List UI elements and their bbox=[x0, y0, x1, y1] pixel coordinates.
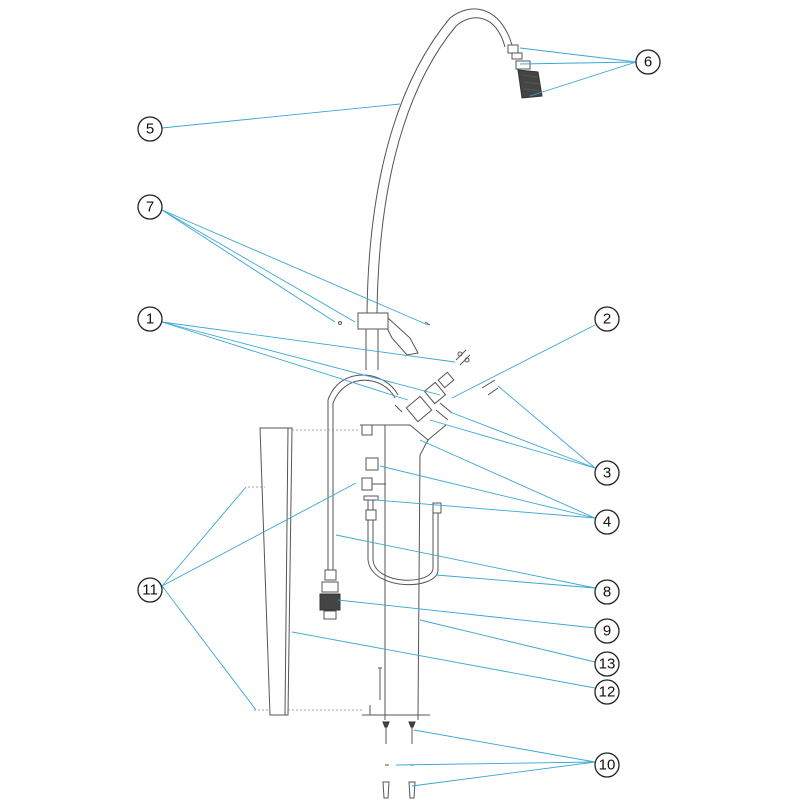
lever-handle bbox=[338, 312, 431, 370]
leader-line bbox=[451, 324, 596, 399]
callout-labels: 1 2 3 4 5 6 7 8 9 10 11 12 13 bbox=[137, 49, 661, 778]
leader-line bbox=[161, 321, 409, 401]
callout-10-label: 10 bbox=[599, 757, 616, 774]
leader-line bbox=[529, 61, 637, 97]
callout-2-label: 2 bbox=[603, 311, 611, 328]
callout-7-label: 7 bbox=[146, 199, 154, 216]
callout-6: 6 bbox=[635, 49, 661, 75]
callout-6-label: 6 bbox=[644, 54, 652, 71]
leader-line bbox=[335, 534, 596, 589]
callout-3: 3 bbox=[594, 460, 620, 486]
leader-line bbox=[449, 411, 596, 469]
callout-1: 1 bbox=[137, 306, 163, 332]
pipe-connector bbox=[319, 581, 341, 620]
callout-13-label: 13 bbox=[599, 656, 616, 673]
callout-4: 4 bbox=[594, 509, 620, 535]
callout-8: 8 bbox=[594, 579, 620, 605]
leader-line bbox=[413, 729, 596, 763]
leader-line bbox=[161, 209, 336, 323]
leader-line bbox=[291, 631, 596, 689]
shower-head bbox=[507, 44, 543, 99]
leader-line bbox=[519, 47, 637, 63]
leader-line bbox=[411, 761, 596, 787]
leader-line bbox=[429, 419, 596, 469]
callout-8-label: 8 bbox=[603, 584, 611, 601]
shower-assembly bbox=[248, 8, 543, 799]
leader-line bbox=[161, 321, 441, 396]
curved-pipe-inner bbox=[376, 17, 506, 316]
leader-line bbox=[497, 385, 596, 469]
leader-line bbox=[161, 482, 357, 587]
callout-11: 11 bbox=[137, 577, 163, 603]
leader-line bbox=[395, 761, 596, 766]
leader-line bbox=[435, 574, 596, 589]
leader-line bbox=[161, 585, 257, 711]
leader-line bbox=[161, 209, 356, 323]
leader-line bbox=[337, 599, 596, 629]
callout-12: 12 bbox=[594, 679, 620, 705]
leader-line bbox=[161, 209, 429, 326]
callout-1-label: 1 bbox=[146, 311, 154, 328]
leader-line bbox=[419, 619, 596, 663]
leader-line bbox=[161, 321, 456, 363]
column-body bbox=[360, 424, 447, 720]
curved-pipe bbox=[366, 8, 513, 316]
callout-13: 13 bbox=[594, 651, 620, 677]
callout-11-label: 11 bbox=[142, 582, 158, 599]
small-fittings bbox=[361, 457, 386, 521]
callout-4-label: 4 bbox=[603, 514, 611, 531]
leader-line bbox=[161, 486, 247, 587]
valve-fittings bbox=[394, 349, 499, 423]
screws-anchors bbox=[382, 721, 416, 799]
callout-5-label: 5 bbox=[146, 121, 154, 138]
callout-9: 9 bbox=[594, 618, 620, 644]
callout-7: 7 bbox=[137, 194, 163, 220]
callout-10: 10 bbox=[594, 752, 620, 778]
leader-line bbox=[379, 465, 596, 519]
callout-3-label: 3 bbox=[603, 465, 611, 482]
leader-line bbox=[161, 103, 401, 129]
flexible-hose bbox=[324, 374, 442, 586]
leader-line bbox=[519, 61, 637, 65]
callout-5: 5 bbox=[137, 116, 163, 142]
callout-2: 2 bbox=[594, 306, 620, 332]
leader-line bbox=[375, 499, 596, 519]
callout-9-label: 9 bbox=[603, 623, 611, 640]
callout-12-label: 12 bbox=[599, 684, 616, 701]
leader-lines bbox=[161, 47, 637, 787]
side-panel bbox=[259, 427, 293, 716]
leader-line bbox=[419, 439, 596, 519]
